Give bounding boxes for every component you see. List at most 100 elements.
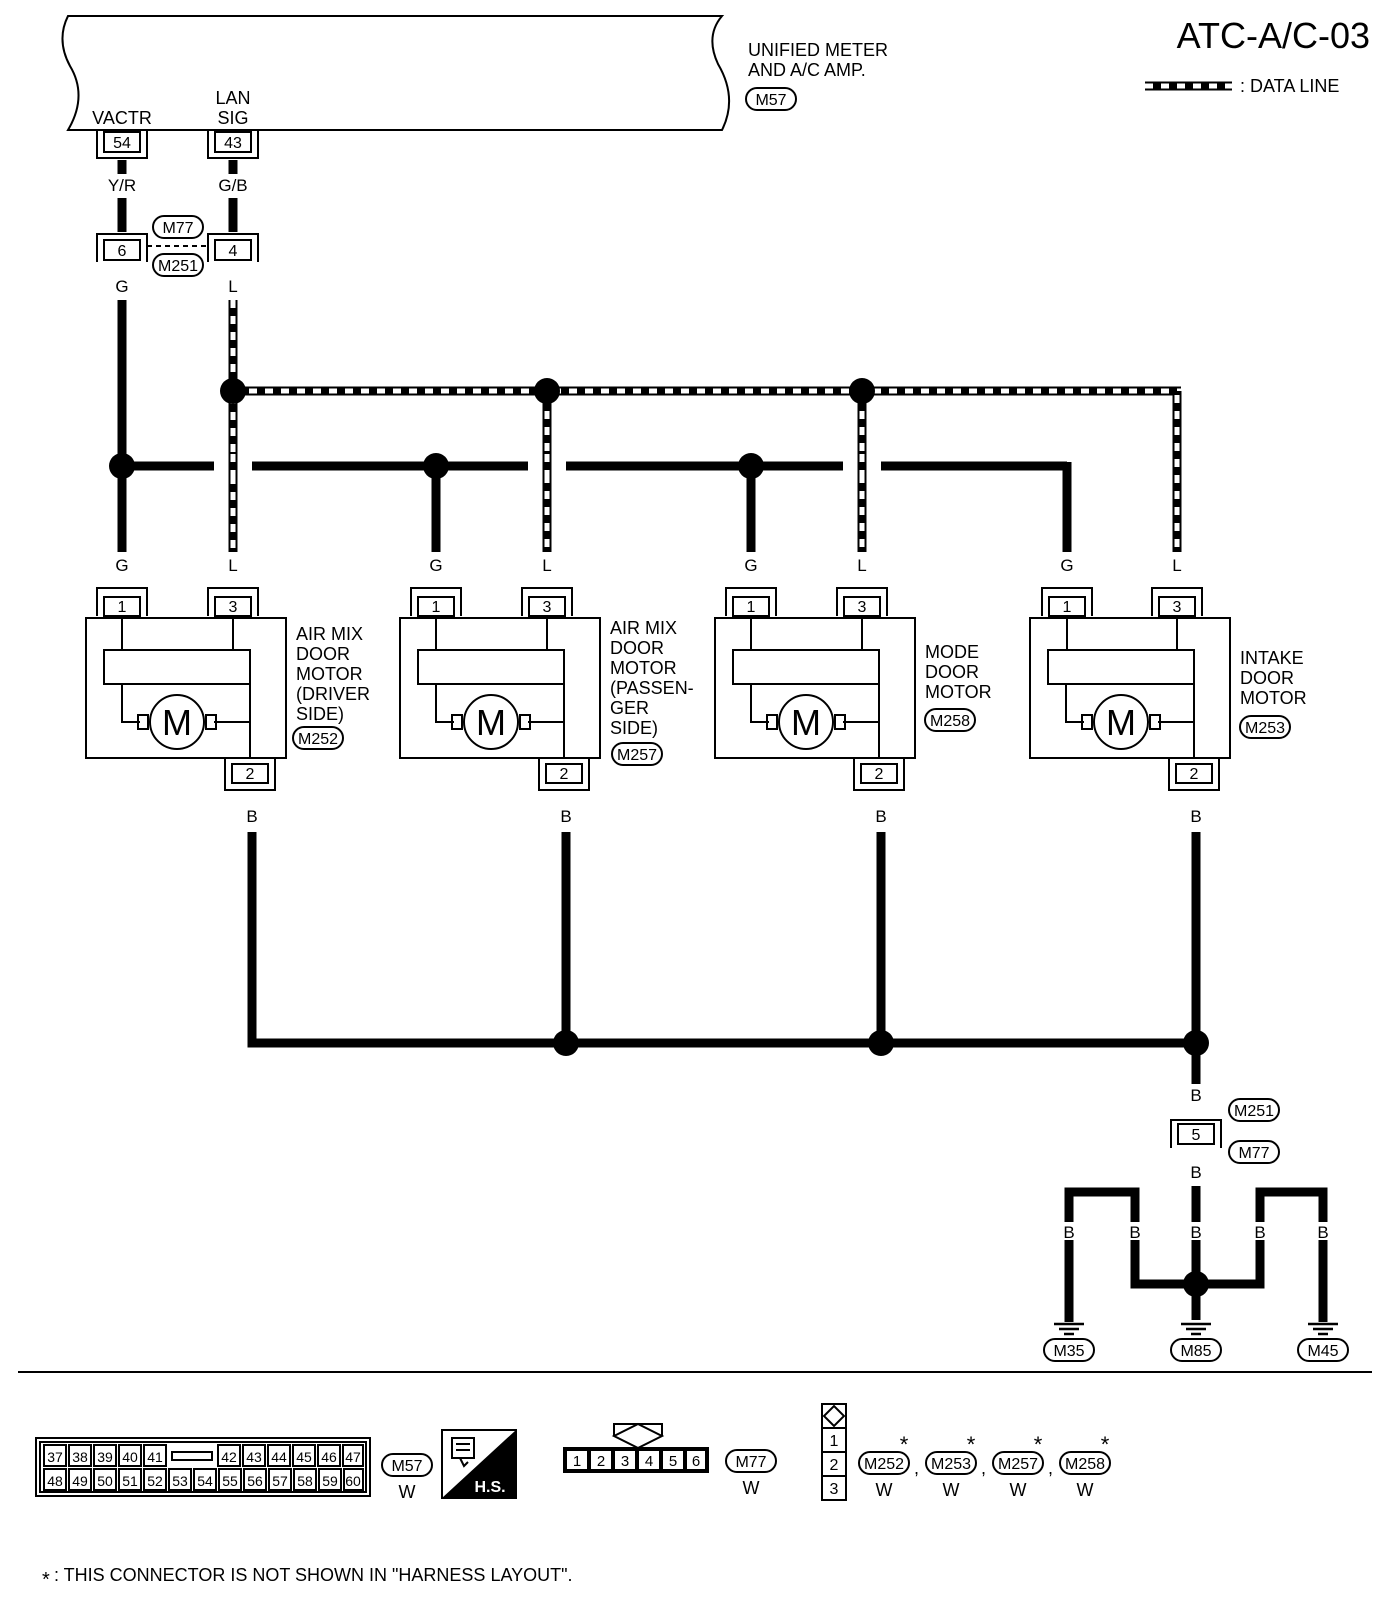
svg-text:58: 58: [297, 1473, 313, 1489]
wire-label-b-ground-mid: B: [1190, 1163, 1201, 1182]
svg-text:B: B: [1190, 1223, 1201, 1242]
svg-text:: THIS CONNECTOR IS NOT SHOWN: : THIS CONNECTOR IS NOT SHOWN IN "HARNES…: [54, 1565, 573, 1585]
svg-text:49: 49: [72, 1473, 88, 1489]
svg-text:MOTOR: MOTOR: [925, 682, 992, 702]
wire-label-yr: Y/R: [108, 176, 136, 195]
svg-text:41: 41: [147, 1449, 163, 1465]
svg-text:59: 59: [322, 1473, 338, 1489]
svg-text:3: 3: [830, 1481, 839, 1498]
svg-text:6: 6: [118, 243, 127, 260]
svg-text:H.S.: H.S.: [474, 1479, 505, 1496]
lan-label-1: LAN: [215, 88, 250, 108]
svg-text:3: 3: [1173, 599, 1182, 616]
svg-text:M: M: [791, 702, 821, 743]
svg-text:M35: M35: [1053, 1343, 1084, 1360]
svg-text:SIDE): SIDE): [610, 718, 658, 738]
svg-text:W: W: [1010, 1480, 1027, 1500]
svg-text:3: 3: [543, 599, 552, 616]
lan-label-2: SIG: [217, 108, 248, 128]
svg-text:4: 4: [645, 1453, 653, 1470]
svg-text:M258: M258: [1065, 1456, 1105, 1473]
svg-text:50: 50: [97, 1473, 113, 1489]
joint-connector-pin-4: 4: [207, 233, 259, 262]
vactr-label: VACTR: [92, 108, 152, 128]
svg-text:B: B: [1129, 1223, 1140, 1242]
l-data-bus: [228, 300, 1182, 552]
svg-text:54: 54: [197, 1473, 213, 1489]
amp-unit: UNIFIED METER AND A/C AMP. M57 VACTR LAN…: [61, 15, 888, 131]
svg-text:L: L: [228, 556, 237, 575]
svg-text:,: ,: [1048, 1458, 1053, 1478]
svg-text:55: 55: [222, 1473, 238, 1489]
svg-text:4: 4: [229, 243, 238, 260]
svg-text:DOOR: DOOR: [1240, 668, 1294, 688]
svg-text:1: 1: [432, 599, 441, 616]
svg-text:46: 46: [321, 1449, 337, 1465]
svg-text:2: 2: [560, 766, 569, 783]
svg-text:M85: M85: [1180, 1343, 1211, 1360]
svg-text:,: ,: [914, 1458, 919, 1478]
wire-label-l-main: L: [228, 277, 237, 296]
svg-text:37: 37: [47, 1449, 63, 1465]
motor-air-mix-passenger: G L 1 3 M 2 AIR MIX DOOR MOTOR (PASSEN- …: [399, 552, 694, 791]
svg-text:G: G: [429, 556, 442, 575]
splice-dot: [220, 378, 246, 404]
splice-dot: [534, 378, 560, 404]
splice-dot: [109, 453, 135, 479]
svg-text:DOOR: DOOR: [296, 644, 350, 664]
svg-text:*: *: [900, 1432, 909, 1457]
g-bus: [117, 300, 1072, 552]
svg-text:*: *: [1101, 1432, 1110, 1457]
footnote: * : THIS CONNECTOR IS NOT SHOWN IN "HARN…: [42, 1565, 573, 1591]
svg-text:MOTOR: MOTOR: [1240, 688, 1307, 708]
svg-text:2: 2: [875, 766, 884, 783]
svg-text:5: 5: [669, 1453, 677, 1470]
svg-text:2: 2: [246, 766, 255, 783]
svg-text:M: M: [476, 702, 506, 743]
svg-text:6: 6: [692, 1453, 700, 1470]
amp-pin-54: 54: [96, 130, 148, 159]
svg-text:48: 48: [47, 1473, 63, 1489]
svg-text:AIR MIX: AIR MIX: [610, 618, 677, 638]
svg-text:M77: M77: [162, 220, 193, 237]
svg-text:B: B: [1254, 1223, 1265, 1242]
ground-connector-pin-5: 5: [1170, 1119, 1222, 1148]
svg-text:M252: M252: [298, 731, 338, 748]
wire-label-b-m3: B: [875, 807, 886, 826]
svg-text:DOOR: DOOR: [925, 662, 979, 682]
svg-text:AIR MIX: AIR MIX: [296, 624, 363, 644]
svg-text:G: G: [1060, 556, 1073, 575]
amp-pin-43: 43: [207, 130, 259, 159]
svg-text:G: G: [744, 556, 757, 575]
svg-text:M: M: [162, 702, 192, 743]
svg-text:1: 1: [830, 1433, 839, 1450]
svg-text:M257: M257: [617, 747, 657, 764]
svg-text:M253: M253: [931, 1456, 971, 1473]
svg-text:44: 44: [271, 1449, 287, 1465]
svg-text:W: W: [399, 1482, 416, 1502]
harness-side-badge: H.S.: [441, 1429, 517, 1499]
svg-text:1: 1: [573, 1453, 581, 1470]
splice-dot: [423, 453, 449, 479]
svg-text:56: 56: [247, 1473, 263, 1489]
motor-mode-door: G L 1 3 M 2 MODE DOOR MOTOR M258: [714, 552, 992, 791]
connector-view-motor: 1 2 3 M252 * , W M253 * , W M257 * , W M…: [821, 1403, 1111, 1501]
amp-connector-label: M57: [755, 92, 786, 109]
wire-label-b-m4: B: [1190, 807, 1201, 826]
svg-text:40: 40: [122, 1449, 138, 1465]
svg-text:M258: M258: [930, 713, 970, 730]
svg-text:INTAKE: INTAKE: [1240, 648, 1304, 668]
svg-text:5: 5: [1192, 1127, 1201, 1144]
b-ground-bus: [247, 832, 1209, 1084]
svg-text:*: *: [42, 1569, 50, 1591]
svg-text:M253: M253: [1245, 720, 1285, 737]
svg-text:3: 3: [621, 1453, 629, 1470]
wire-label-b-m1: B: [246, 807, 257, 826]
svg-text:MODE: MODE: [925, 642, 979, 662]
svg-text:42: 42: [221, 1449, 237, 1465]
svg-text:43: 43: [246, 1449, 262, 1465]
svg-text:57: 57: [272, 1473, 288, 1489]
svg-text:*: *: [967, 1432, 976, 1457]
ground-symbol-m35: M35: [1043, 1322, 1095, 1362]
joint-connector-label-bottom: M251: [152, 253, 204, 277]
